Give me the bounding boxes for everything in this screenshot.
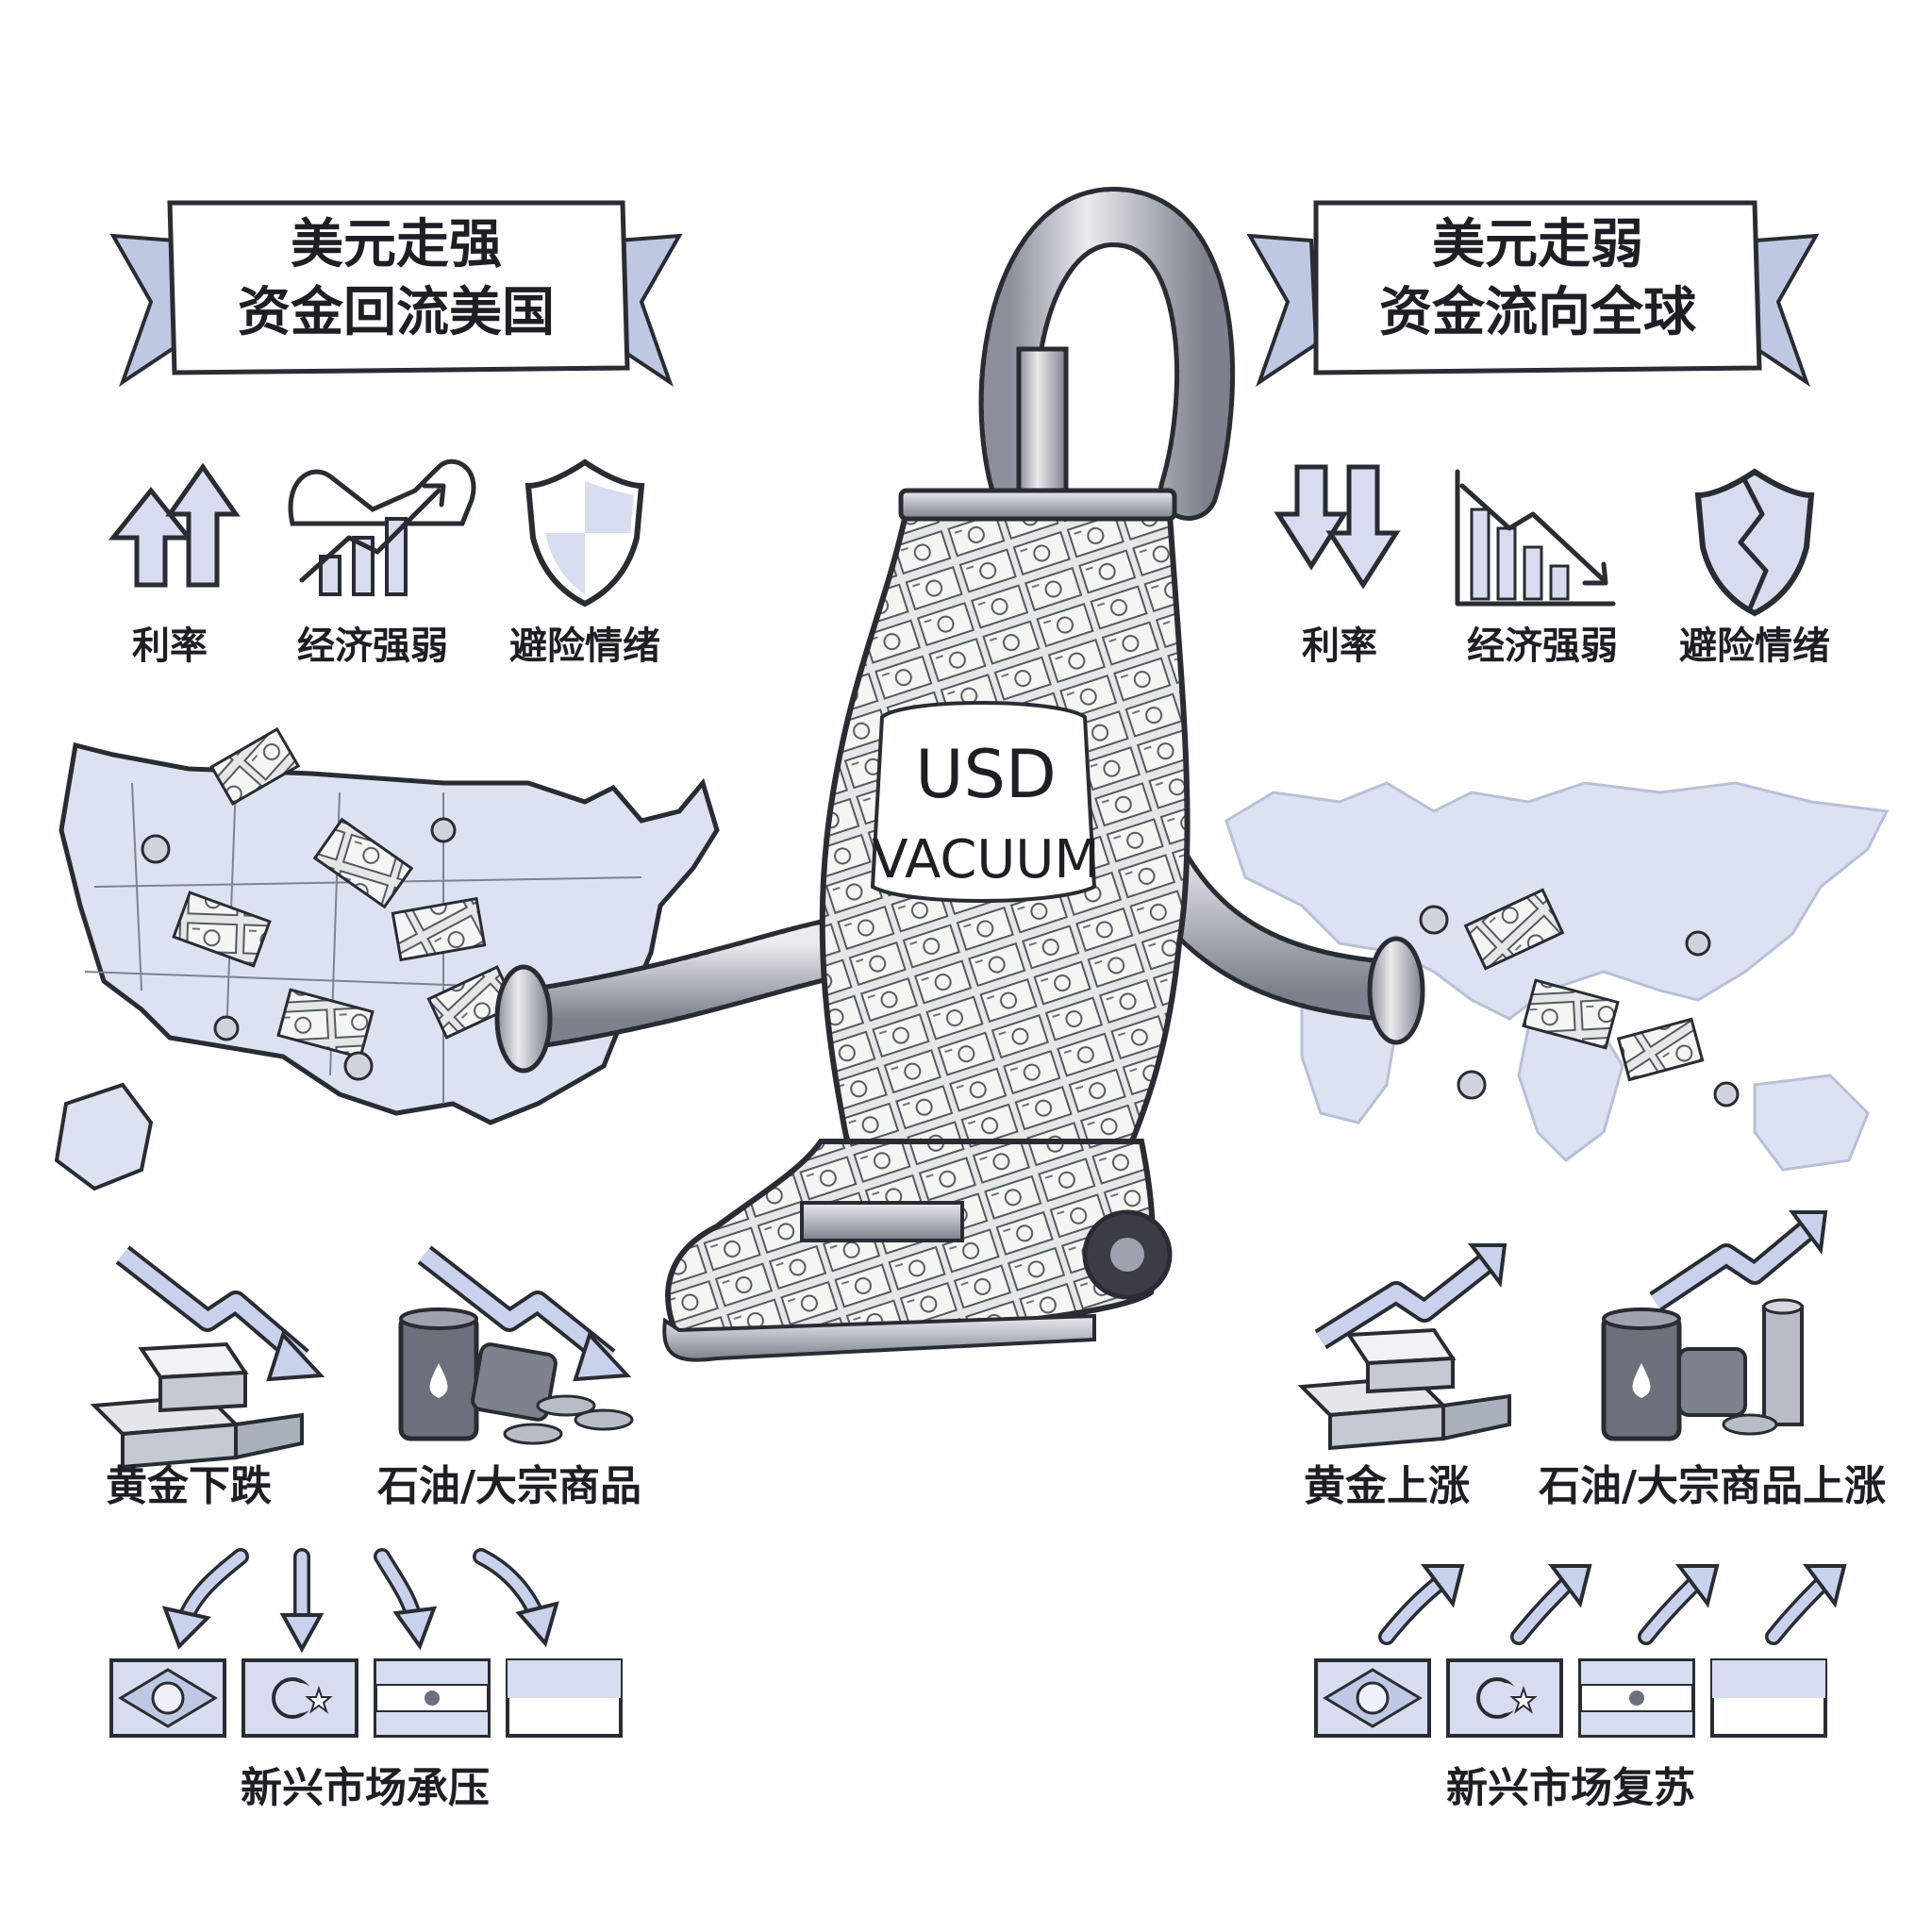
right-cracked-shield-icon — [1694, 468, 1815, 617]
flag-plain-icon — [506, 1658, 623, 1738]
left-gold-down-arrow-icon — [115, 1245, 325, 1382]
flag-turkey-icon — [242, 1658, 358, 1738]
right-banner-line1: 美元走弱 — [1432, 214, 1643, 275]
left-factor-economy: 经济强弱 — [297, 625, 448, 668]
left-oil-down-arrow-icon — [417, 1245, 632, 1382]
flag-brazil-icon — [1314, 1658, 1431, 1738]
right-flags — [1314, 1658, 1827, 1738]
vacuum-label-usd: USD — [915, 736, 1057, 813]
flag-argentina-icon — [1578, 1658, 1695, 1738]
left-interest-rate-up-icon — [108, 462, 241, 588]
usa-map — [54, 741, 720, 1191]
right-markets-caption: 新兴市场复苏 — [1446, 1764, 1695, 1812]
usd-vacuum: USD VACUUM — [494, 186, 1425, 1362]
bag-collar — [898, 488, 1177, 522]
vacuum-label-vacuum: VACUUM — [872, 829, 1099, 891]
right-factor-economy: 经济强弱 — [1467, 625, 1618, 668]
right-gold-up-arrow-icon — [1314, 1243, 1507, 1350]
left-safe-haven-shield-icon — [525, 458, 645, 608]
left-banner-line2: 资金回流美国 — [238, 282, 555, 343]
left-strong-economy-icon — [288, 458, 476, 596]
left-banner-line1: 美元走强 — [291, 214, 502, 275]
flag-argentina-icon — [374, 1658, 491, 1738]
right-flying-money — [1419, 888, 1740, 1108]
flag-plain-icon — [1710, 1658, 1827, 1738]
right-interest-rate-down-icon — [1274, 464, 1401, 590]
right-nozzle — [1367, 936, 1425, 1045]
left-flying-money — [141, 726, 517, 1081]
handle-pipe — [1016, 346, 1069, 503]
flag-turkey-icon — [1446, 1658, 1563, 1738]
right-banner-line2: 资金流向全球 — [1379, 282, 1697, 343]
right-factor-interest-rate: 利率 — [1302, 625, 1377, 668]
coin-stack — [1762, 1305, 1804, 1426]
right-gold-label: 黄金上涨 — [1304, 1462, 1470, 1510]
left-markets-caption: 新兴市场承压 — [241, 1764, 490, 1812]
right-oil-label: 石油/大宗商品上涨 — [1539, 1462, 1886, 1510]
left-flags — [109, 1658, 623, 1738]
left-banner: 美元走强 资金回流美国 — [109, 200, 683, 387]
alaska-shape — [54, 1082, 154, 1191]
base-vent — [800, 1201, 964, 1242]
right-factor-risk-aversion: 避险情绪 — [1679, 625, 1830, 668]
right-oil-up-arrow-icon — [1649, 1210, 1828, 1311]
left-factor-interest-rate: 利率 — [132, 625, 208, 668]
world-map — [1224, 781, 1890, 1172]
left-oil-label: 石油/大宗商品 — [377, 1462, 641, 1510]
left-down-curved-arrows — [161, 1548, 559, 1654]
right-oil-barrel-icon — [1601, 1298, 1804, 1441]
right-gold-bars-icon — [1297, 1327, 1511, 1451]
base-bumper — [662, 1313, 1096, 1362]
flag-brazil-icon — [109, 1658, 226, 1738]
left-oil-barrel-icon — [398, 1307, 634, 1445]
left-factor-risk-aversion: 避险情绪 — [509, 625, 660, 668]
vacuum-label-patch — [870, 701, 1097, 903]
left-gold-bars-icon — [90, 1341, 304, 1470]
left-gold-label: 黄金下跌 — [106, 1462, 272, 1510]
right-banner: 美元走弱 资金流向全球 — [1246, 200, 1820, 387]
right-up-curved-arrows — [1378, 1564, 1847, 1645]
right-weak-economy-icon — [1455, 469, 1616, 607]
left-nozzle — [494, 964, 553, 1074]
